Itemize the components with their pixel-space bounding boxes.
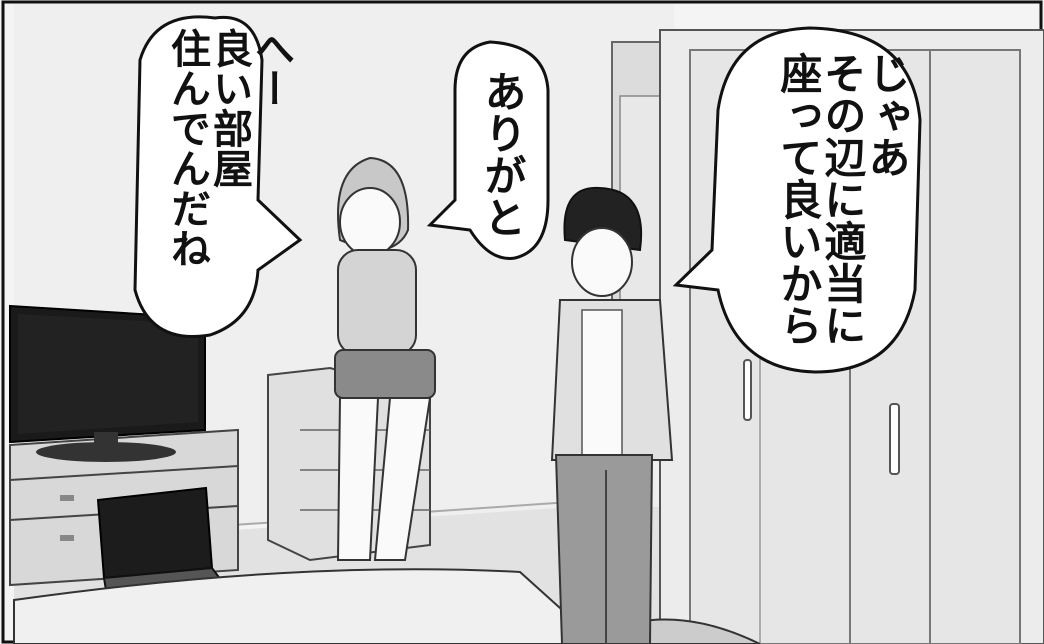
bubble-3-line-2: その辺に適当に (817, 52, 867, 346)
speech-bubble-1 (133, 15, 303, 338)
bubble-3-line-3: 座って良いから (773, 52, 823, 346)
speech-bubble-1-text: へー 良い部屋 住んでんだね (142, 28, 294, 328)
bubble-1-line-2: 良い部屋 (206, 28, 252, 188)
speech-bubble-3 (672, 26, 922, 374)
bubble-3-line-1: じゃあ (862, 52, 911, 178)
boy-character (550, 186, 674, 644)
girl-character (334, 156, 436, 561)
bubble-2-line-1: ありがと (478, 70, 527, 238)
bubble-1-line-3: 住んでんだね (164, 28, 210, 268)
television (9, 304, 206, 462)
speech-bubble-2-text: ありがと (468, 70, 527, 270)
bubble-1-line-1: へー (248, 28, 294, 108)
speech-bubble-2 (426, 40, 550, 260)
speech-bubble-3-text: じゃあ その辺に適当に 座って良いから (728, 52, 911, 372)
